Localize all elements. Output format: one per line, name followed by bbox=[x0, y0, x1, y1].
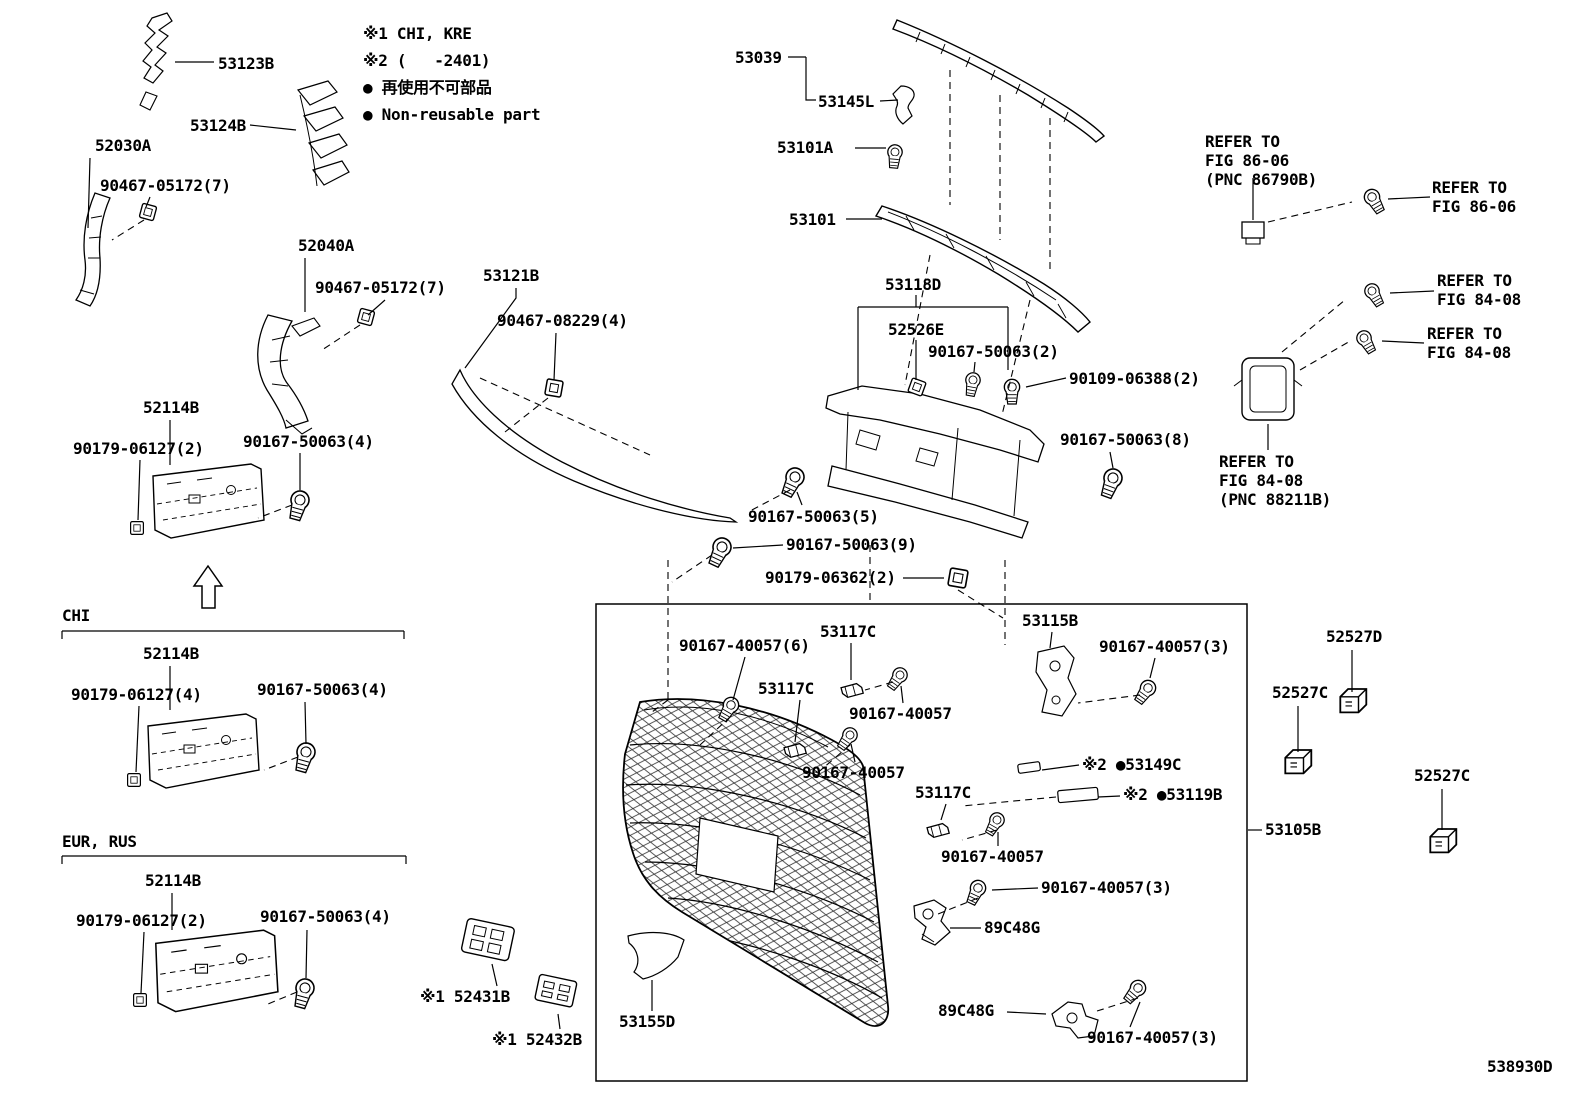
part-pnc88211b-sensor bbox=[1233, 357, 1303, 421]
part-53039-cowl bbox=[892, 19, 1106, 143]
part-52527c-clip-2 bbox=[1429, 828, 1458, 854]
plate-clip-3 bbox=[133, 992, 147, 1008]
plate-clip-2 bbox=[126, 772, 141, 788]
refer-screw-2 bbox=[1361, 280, 1387, 310]
bolt-90109-06388 bbox=[1003, 378, 1021, 405]
part-52114b-bracket-3 bbox=[155, 929, 279, 1013]
part-52431b-connector bbox=[460, 918, 515, 962]
part-52030a-bracket bbox=[75, 192, 111, 307]
part-53119b-strip bbox=[1057, 786, 1099, 804]
plate-clip-1 bbox=[130, 520, 144, 536]
refer-screw-3 bbox=[1353, 327, 1379, 357]
part-89c48g-bracket-2 bbox=[1051, 1001, 1099, 1039]
part-53121b-molding bbox=[451, 368, 739, 523]
screw-90167-40057-3-b bbox=[963, 877, 989, 908]
screw-90167-40057-a bbox=[884, 664, 911, 693]
assembly-dashed-lines bbox=[111, 70, 1353, 1013]
refer-screw-1 bbox=[1360, 185, 1388, 217]
screw-90167-40057-c bbox=[982, 809, 1008, 839]
part-53155d-cover bbox=[627, 931, 685, 980]
part-53117c-clip-1 bbox=[840, 681, 864, 700]
up-arrow-icon bbox=[192, 564, 224, 609]
part-53101-support bbox=[874, 205, 1091, 333]
grommet-90179-06362 bbox=[946, 566, 970, 590]
part-90467-08229-clip bbox=[543, 377, 565, 399]
screw-90167-50063-2 bbox=[962, 371, 982, 398]
screw-90167-50063-5 bbox=[777, 464, 808, 500]
part-52114b-bracket-1 bbox=[152, 463, 265, 539]
screw-90167-50063-8 bbox=[1096, 465, 1126, 501]
screw-90167-50063-9 bbox=[704, 534, 735, 570]
part-53124b-clip bbox=[296, 80, 350, 187]
part-53118d-support bbox=[825, 385, 1045, 539]
part-53123b-clip bbox=[139, 12, 173, 111]
part-53149c-strip bbox=[1017, 761, 1041, 774]
part-52114b-bracket-2 bbox=[147, 713, 260, 789]
part-52432b-connector bbox=[534, 973, 578, 1008]
part-53105b-grille bbox=[622, 698, 890, 1027]
part-90467-05172-clip-1 bbox=[138, 202, 158, 222]
part-52040a-bracket bbox=[257, 314, 321, 435]
grille-assembly-box bbox=[595, 603, 1248, 1082]
part-53117c-clip-3 bbox=[926, 821, 950, 840]
part-52527c-clip-1 bbox=[1284, 749, 1313, 775]
part-pnc86790b-connector bbox=[1241, 221, 1265, 245]
screw-90167-40057-3-a bbox=[1131, 676, 1160, 707]
part-53115b-bracket bbox=[1035, 645, 1077, 717]
part-52527d-clip bbox=[1339, 688, 1368, 714]
part-53145l-clip bbox=[892, 85, 915, 125]
part-53101a-screw bbox=[885, 143, 904, 170]
part-89c48g-bracket-1 bbox=[913, 899, 951, 946]
leader-lines bbox=[61, 56, 1443, 1030]
